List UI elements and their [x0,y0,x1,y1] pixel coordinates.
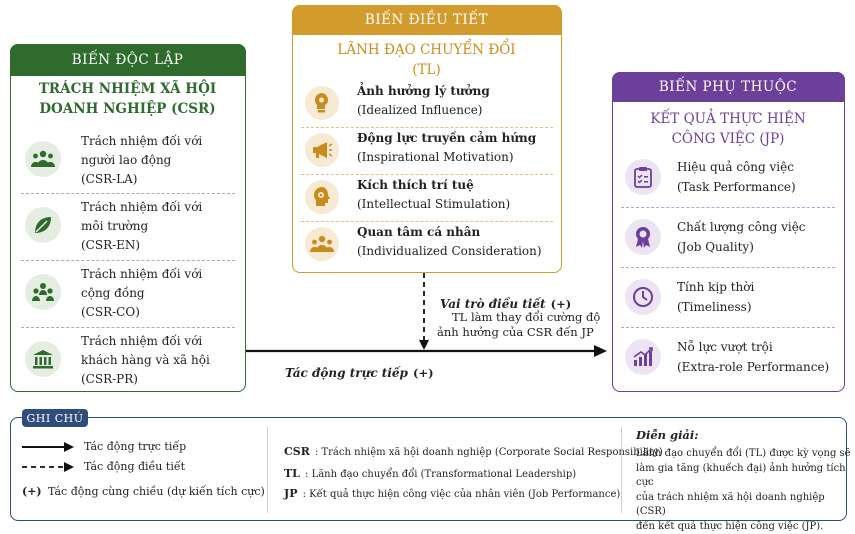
legend-divider-2 [621,427,622,513]
interpretation-line: Lãnh đạo chuyển đổi (TL) được kỳ vọng sẽ [636,447,855,462]
legend-direct-text: Tác động trực tiếp [84,440,186,453]
legend-moderating-arrowhead [64,462,74,472]
abbrev-key: JP [284,487,297,500]
interpretation-line: làm gia tăng (khuếch đại) ảnh hưởng tích… [636,462,855,491]
abbrev-csr: CSR : Trách nhiệm xã hội doanh nghiệp (C… [284,440,663,459]
interpretation-text: Lãnh đạo chuyển đổi (TL) được kỳ vọng sẽ… [636,447,855,534]
abbrev-key: TL [284,467,300,480]
abbrev-value: : Trách nhiệm xã hội doanh nghiệp (Corpo… [315,447,663,458]
legend-positive-symbol: (+) [22,485,42,498]
legend-direct-arrowhead [64,442,74,452]
abbrev-key: CSR [284,445,310,458]
interpretation-line: đến kết quả thực hiện công việc (JP). [636,520,855,534]
legend-moderating-text: Tác động điều tiết [84,460,185,473]
legend-divider-1 [267,427,268,513]
interpretation-title: Diễn giải: [636,428,699,442]
abbrev-value: : Kết quả thực hiện công việc của nhân v… [303,489,621,500]
abbrev-tl: TL : Lãnh đạo chuyển đổi (Transformation… [284,462,576,481]
legend-positive-text: Tác động cùng chiều (dự kiến tích cực) [48,485,265,498]
abbrev-jp: JP : Kết quả thực hiện công việc của nhâ… [284,482,620,501]
abbrev-value: : Lãnh đạo chuyển đổi (Transformational … [305,469,576,480]
interpretation-line: của trách nhiệm xã hội doanh nghiệp (CSR… [636,491,855,520]
